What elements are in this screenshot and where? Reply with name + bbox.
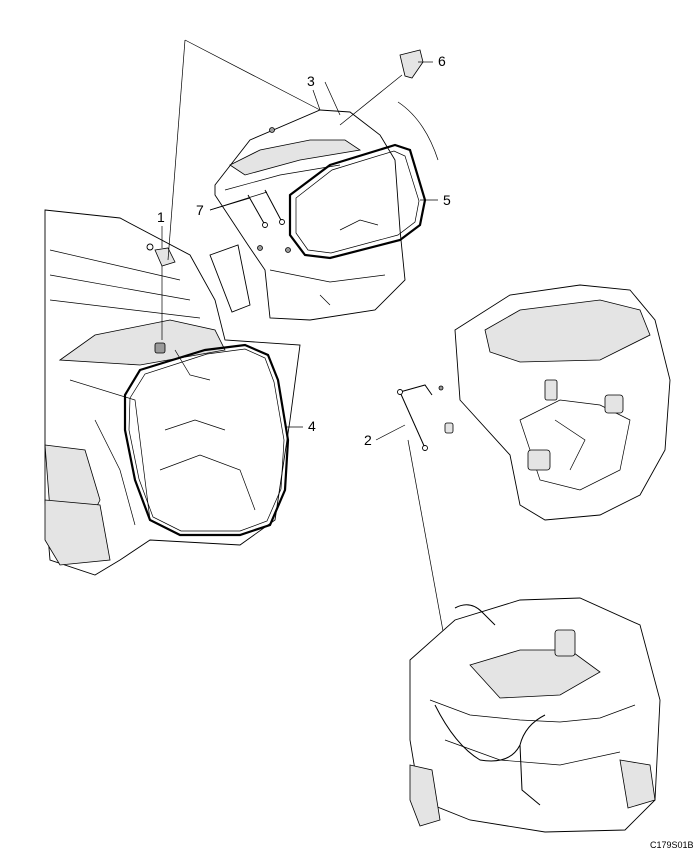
liftgate-spoiler-light [339, 49, 439, 161]
liftgate-inner-panel [454, 284, 671, 521]
callout-4: 4 [308, 418, 316, 434]
liftgate-gas-struts [247, 189, 285, 228]
callout-7: 7 [196, 202, 204, 218]
liftgate-side-trim [209, 244, 251, 313]
callout-5: 5 [443, 192, 451, 208]
figure-code: C179S01B [650, 840, 694, 850]
door-weatherstrip-seal [123, 343, 290, 537]
cargo-area-harness [409, 597, 661, 833]
liftgate-hinge [146, 243, 176, 340]
vehicle-rear-body-left [44, 209, 301, 576]
callout-6: 6 [438, 53, 446, 69]
liftgate-rear-window-glass [288, 143, 427, 260]
callout-3: 3 [307, 73, 315, 89]
callout-1: 1 [157, 209, 165, 225]
callout-2: 2 [364, 432, 372, 448]
